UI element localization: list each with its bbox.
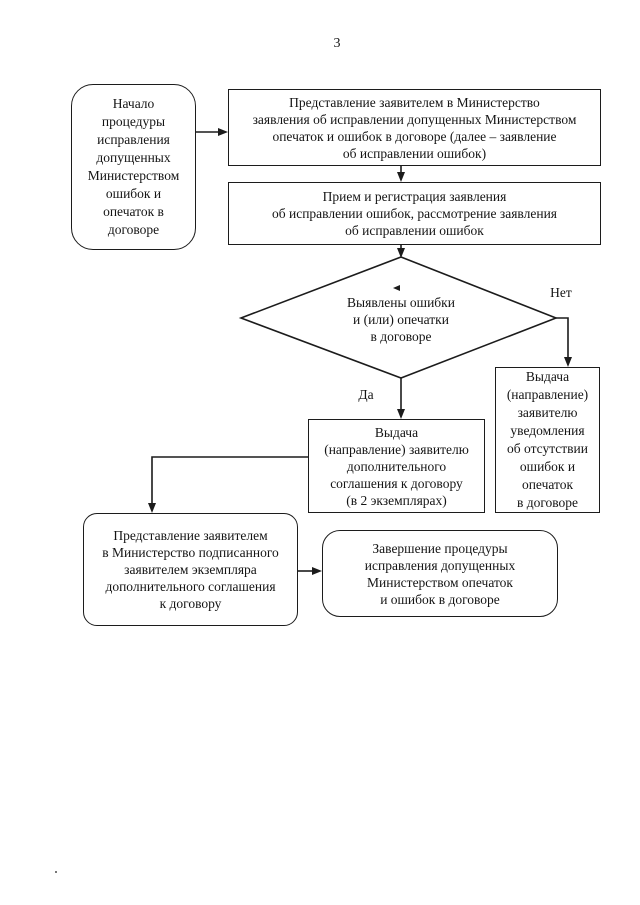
flow-node-registration-text: Прием и регистрация заявления об исправл… (271, 189, 558, 238)
decision-no-label: Нет (550, 285, 572, 300)
arrowhead-down-icon (397, 409, 405, 419)
flow-node-finish: Завершение процедуры исправления допущен… (322, 530, 558, 617)
connector-submit-to-registration (397, 166, 405, 182)
flow-node-submit-signed: Представление заявителем в Министерство … (83, 513, 298, 626)
arrowhead-down-icon (397, 248, 405, 258)
flow-node-start-text: Начало процедуры исправления допущенных … (87, 96, 180, 237)
flow-node-submit-application-text: Представление заявителем в Министерство … (252, 94, 577, 161)
flow-node-issue-agreement-text: Выдача (направление) заявителю дополните… (324, 424, 469, 508)
connector-start-to-submit (196, 128, 228, 136)
flow-node-issue-notice: Выдача (направление) заявителю уведомлен… (495, 367, 600, 513)
decision-yes-label: Да (358, 387, 374, 402)
arrowhead-down-icon (148, 503, 156, 513)
page-number: 3 (333, 36, 341, 51)
flow-node-issue-notice-text: Выдача (направление) заявителю уведомлен… (506, 369, 589, 510)
connector-agreement-to-signed (148, 456, 308, 513)
arrowhead-down-icon (397, 172, 405, 182)
arrowhead-down-icon (564, 357, 572, 367)
connector-signed-to-finish (298, 567, 322, 575)
arrowhead-right-icon (218, 128, 228, 136)
connector-registration-to-decision (397, 245, 405, 258)
connector-decision-yes-to-agreement (397, 378, 405, 419)
flow-node-decision-text: Выявлены ошибки и (или) опечатки в догов… (347, 295, 455, 344)
scan-speck (55, 871, 57, 873)
flow-node-registration: Прием и регистрация заявления об исправл… (228, 182, 601, 245)
connector-decision-no-to-notice (556, 317, 572, 367)
flow-node-finish-text: Завершение процедуры исправления допущен… (364, 540, 516, 607)
flow-node-start: Начало процедуры исправления допущенных … (71, 84, 196, 250)
flow-node-submit-signed-text: Представление заявителем в Министерство … (102, 528, 279, 611)
stray-arrowhead-left-icon (393, 285, 400, 291)
arrowhead-right-icon (312, 567, 322, 575)
flow-node-issue-agreement: Выдача (направление) заявителю дополните… (308, 419, 485, 513)
flow-node-submit-application: Представление заявителем в Министерство … (228, 89, 601, 166)
